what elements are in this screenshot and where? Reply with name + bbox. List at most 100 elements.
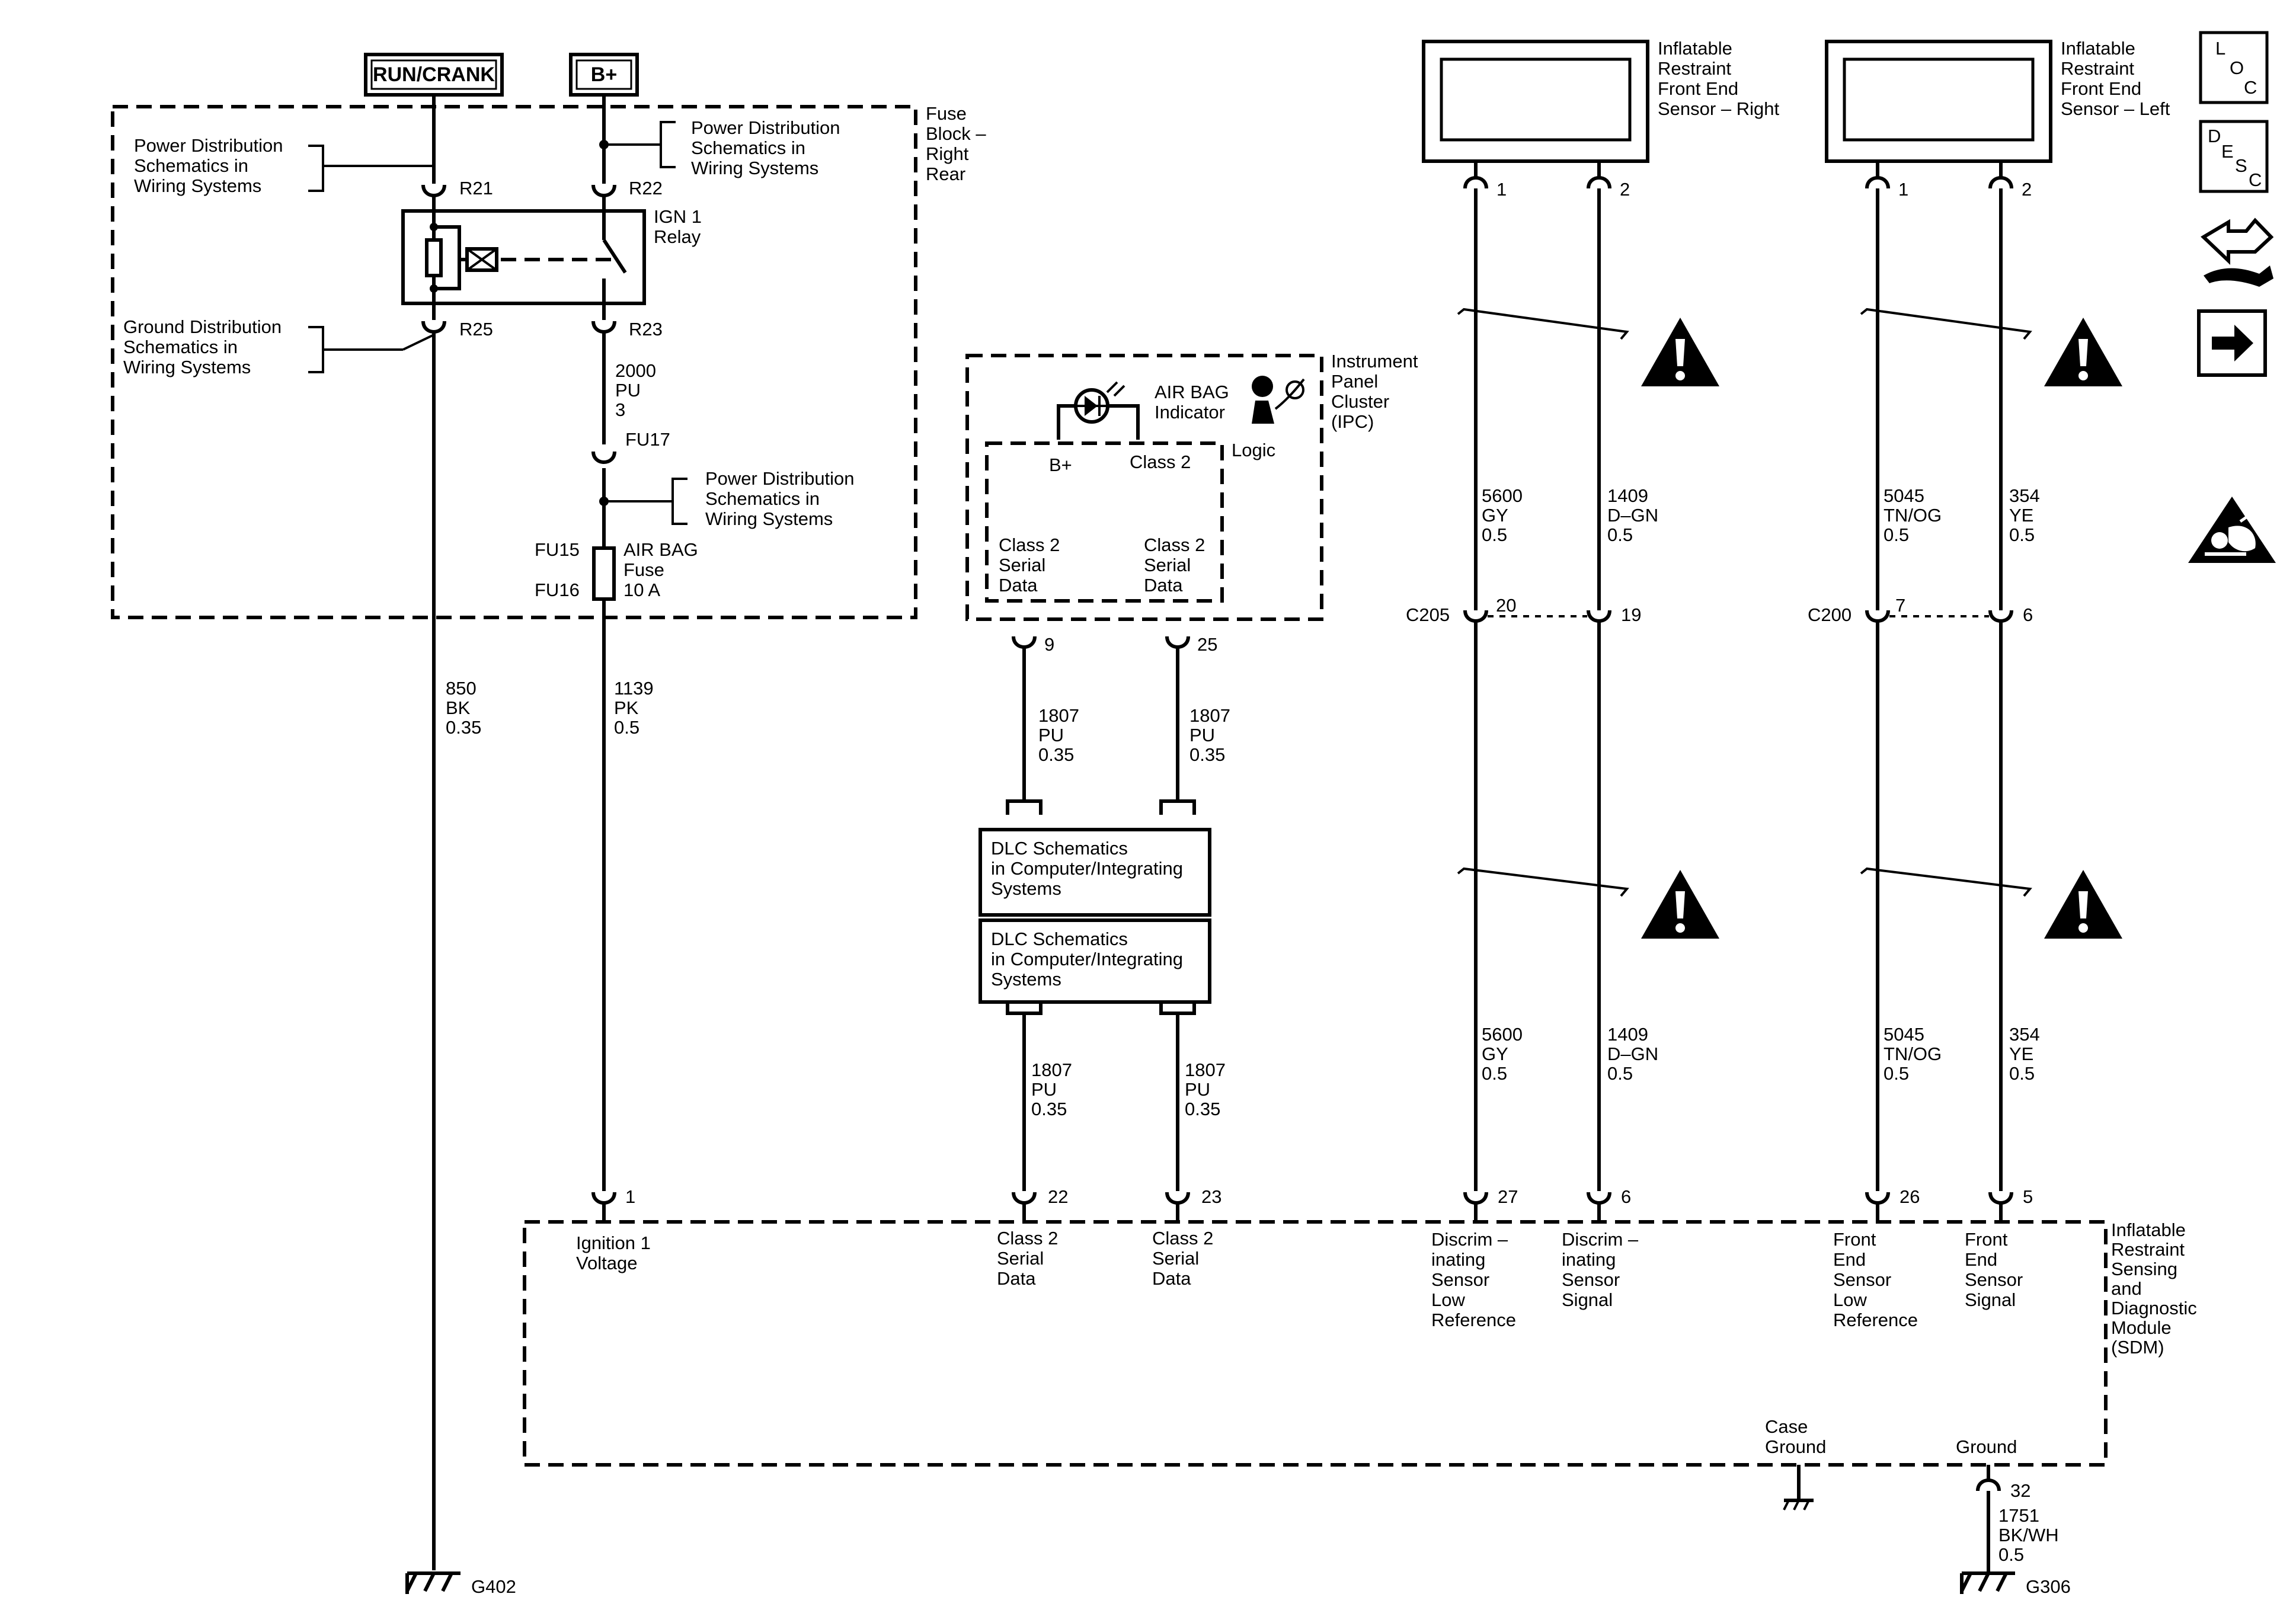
svg-text:0.5: 0.5	[1482, 524, 1507, 545]
svg-text:Rear: Rear	[926, 164, 965, 184]
case-ground: Case Ground	[1765, 1416, 1826, 1510]
wire-1807-a: 1807 PU 0.35	[1038, 705, 1079, 765]
c205-pin-20: 20	[1496, 595, 1516, 616]
svg-text:Power Distribution: Power Distribution	[134, 135, 283, 156]
svg-text:D–GN: D–GN	[1607, 1044, 1658, 1064]
power-dist-ref-1: Power Distribution Schematics in Wiring …	[134, 135, 434, 196]
svg-text:Ground: Ground	[1956, 1436, 2017, 1457]
warning-icon[interactable]	[1641, 870, 1719, 939]
svg-text:in Computer/Integrating: in Computer/Integrating	[991, 949, 1183, 969]
svg-text:C: C	[2244, 77, 2257, 98]
sdm-pin-5: 5	[2023, 1186, 2033, 1207]
svg-text:E: E	[2221, 141, 2234, 162]
svg-text:YE: YE	[2009, 505, 2033, 526]
svg-text:Power Distribution: Power Distribution	[691, 117, 840, 138]
svg-text:Inflatable: Inflatable	[2111, 1219, 2186, 1240]
svg-text:and: and	[2111, 1278, 2142, 1299]
sdm-ground: Ground 32 1751 BK/WH 0.5 G306	[1956, 1436, 2071, 1597]
next-arrow-icon[interactable]	[2197, 309, 2267, 377]
svg-text:Restraint: Restraint	[2061, 58, 2134, 79]
connector-tool-icon[interactable]	[2201, 217, 2274, 287]
svg-text:Class 2: Class 2	[997, 1228, 1058, 1249]
wire-354-b: 354 YE 0.5	[2009, 1024, 2040, 1084]
svg-text:(SDM): (SDM)	[2111, 1337, 2164, 1358]
svg-text:PU: PU	[615, 380, 641, 401]
svg-text:PU: PU	[1185, 1079, 1210, 1100]
warning-icon[interactable]	[2044, 318, 2122, 386]
svg-text:0.35: 0.35	[446, 717, 481, 738]
svg-text:10 A: 10 A	[623, 580, 660, 600]
c200-pin-6: 6	[2023, 604, 2033, 625]
connector-c205: C205	[1406, 604, 1450, 625]
ipc-bplus: B+	[1049, 454, 1072, 475]
sdm-discrim-signal: Discrim – inating Sensor Signal	[1562, 1229, 1639, 1310]
run-crank-circuit	[405, 95, 461, 1594]
svg-text:BK/WH: BK/WH	[1998, 1525, 2059, 1545]
svg-text:Sensor: Sensor	[1833, 1269, 1891, 1290]
svg-text:D: D	[2208, 126, 2221, 146]
sdm-front-low-ref: Front End Sensor Low Reference	[1833, 1229, 1918, 1330]
svg-text:Systems: Systems	[991, 878, 1061, 899]
svg-text:Restraint: Restraint	[1658, 58, 1731, 79]
ipc-class2: Class 2	[1130, 452, 1191, 472]
svg-text:G306: G306	[2026, 1576, 2071, 1597]
svg-text:0.35: 0.35	[1038, 744, 1074, 765]
svg-text:inating: inating	[1562, 1249, 1616, 1270]
svg-text:Sensor – Right: Sensor – Right	[1658, 98, 1779, 119]
ipc-name: Instrument Panel Cluster (IPC)	[1331, 351, 1418, 432]
svg-text:3: 3	[615, 399, 625, 420]
svg-text:850: 850	[446, 678, 477, 699]
svg-text:Restraint: Restraint	[2111, 1239, 2185, 1260]
fuse-block-outline	[111, 105, 917, 619]
wire-1807-b: 1807 PU 0.35	[1189, 705, 1230, 765]
svg-text:PU: PU	[1189, 725, 1215, 745]
svg-text:5045: 5045	[1884, 1024, 1924, 1045]
warning-icon[interactable]	[1641, 318, 1719, 386]
svg-text:PU: PU	[1031, 1079, 1057, 1100]
ipc-serial-data-2: Class 2 Serial Data	[1144, 534, 1205, 596]
sdm-pin-22: 22	[1048, 1186, 1068, 1207]
svg-text:Module: Module	[2111, 1317, 2172, 1338]
airbag-caution-icon[interactable]	[2188, 497, 2276, 563]
svg-text:B+: B+	[591, 63, 617, 86]
svg-text:Data: Data	[997, 1268, 1036, 1289]
b-plus-label: B+	[569, 53, 639, 97]
svg-text:YE: YE	[2009, 1044, 2033, 1064]
ipc-outline	[965, 354, 1323, 621]
svg-text:AIR BAG: AIR BAG	[1155, 382, 1229, 402]
svg-text:32: 32	[2010, 1480, 2030, 1501]
airbag-indicator-lamp: AIR BAG Indicator	[1057, 381, 1229, 440]
power-dist-ref-3: Power Distribution Schematics in Wiring …	[599, 468, 855, 529]
airbag-fuse: AIR BAG Fuse 10 A	[623, 539, 698, 600]
svg-text:TN/OG: TN/OG	[1884, 505, 1942, 526]
ipc-serial-data-1: Class 2 Serial Data	[999, 534, 1060, 596]
warning-icon[interactable]	[2044, 870, 2122, 939]
svg-text:Discrim –: Discrim –	[1431, 1229, 1508, 1250]
wire-5045-a: 5045 TN/OG 0.5	[1884, 485, 1942, 545]
svg-text:Front: Front	[1965, 1229, 2008, 1250]
svg-text:Reference: Reference	[1833, 1310, 1918, 1330]
svg-text:0.5: 0.5	[1884, 1063, 1909, 1084]
svg-text:GY: GY	[1482, 505, 1508, 526]
sdm-pin-6: 6	[1621, 1186, 1631, 1207]
svg-text:Wiring Systems: Wiring Systems	[134, 175, 261, 196]
svg-text:Class 2: Class 2	[1152, 1228, 1213, 1249]
svg-text:Schematics in: Schematics in	[705, 488, 820, 509]
svg-text:1139: 1139	[614, 678, 654, 699]
sdm-discrim-low-ref: Discrim – inating Sensor Low Reference	[1431, 1229, 1516, 1330]
svg-text:Signal: Signal	[1562, 1289, 1613, 1310]
svg-text:C: C	[2249, 169, 2262, 190]
svg-text:Serial: Serial	[1152, 1248, 1199, 1269]
ground-g402: G402	[471, 1576, 516, 1597]
svg-text:Ground: Ground	[1765, 1436, 1826, 1457]
loc-icon[interactable]: L O C	[2199, 31, 2269, 104]
svg-text:0.5: 0.5	[1998, 1544, 2024, 1565]
wire-2000: 2000 PU 3	[615, 360, 656, 420]
pin-r25: R25	[459, 319, 493, 340]
ground-dist-ref: Ground Distribution Schematics in Wiring…	[123, 316, 434, 377]
svg-text:Sensing: Sensing	[2111, 1259, 2177, 1279]
svg-text:Case: Case	[1765, 1416, 1808, 1437]
sensor-right-pin-2: 2	[1620, 179, 1630, 200]
sdm-front-signal: Front End Sensor Signal	[1965, 1229, 2023, 1310]
desc-icon[interactable]: D E S C	[2199, 120, 2269, 193]
